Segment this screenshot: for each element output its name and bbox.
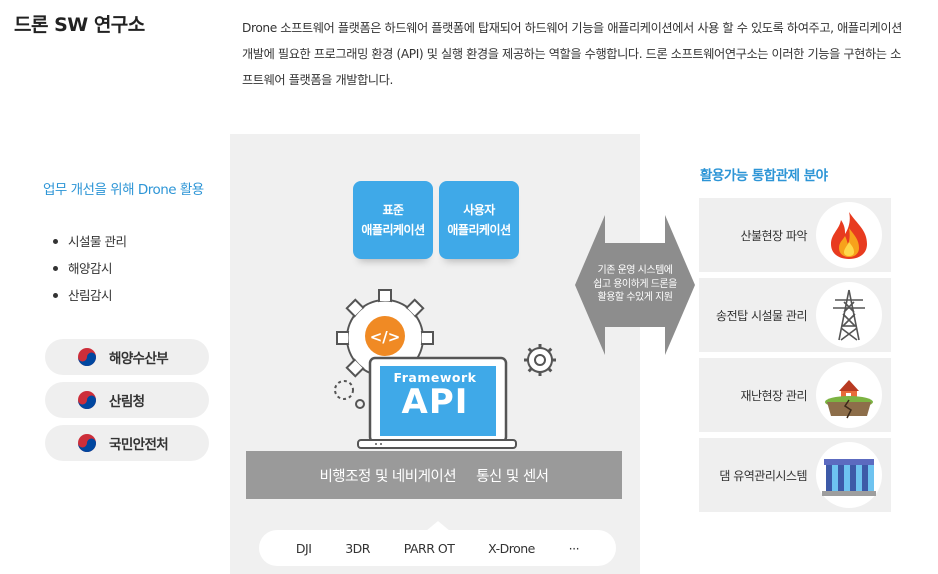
agency-label: 해양수산부 [109, 351, 169, 367]
vendor-item: 3DR [345, 540, 370, 556]
vendor-item: PARR OT [403, 540, 455, 556]
power-tower-icon [816, 282, 882, 348]
arrow-caption-line: 기존 운영 시스템에 [597, 265, 673, 276]
agency-label: 국민안전처 [109, 437, 169, 453]
vendor-list: DJI 3DR PARR OT X-Drone ··· [259, 530, 616, 566]
arrow-caption-line: 활용할 수있게 지원 [597, 292, 673, 303]
fire-icon [816, 202, 882, 268]
taegeuk-emblem-icon [78, 434, 96, 452]
intro-description: Drone 소프트웨어 플랫폼은 하드웨어 플랫폼에 탑재되어 하드웨어 기능을… [242, 21, 902, 87]
application-card-disaster: 재난현장 관리 [699, 358, 891, 432]
application-card-dam: 댐 유역관리시스템 [699, 438, 891, 512]
card-label: 재난현장 관리 [740, 388, 807, 403]
right-heading: 활용가능 통합관제 분야 [700, 168, 828, 184]
card-label: 댐 유역관리시스템 [719, 468, 807, 483]
agency-badge-safety: 국민안전처 [45, 425, 209, 461]
code-icon: </> [365, 316, 405, 356]
pill-notch [426, 521, 450, 531]
arrow-caption-line: 쉽고 용이하게 드론을 [593, 278, 677, 290]
platform-panel [230, 134, 640, 574]
framework-label: Framework [393, 370, 477, 385]
laptop-icon [357, 356, 517, 449]
dashed-circle-icon [334, 380, 354, 400]
app-tile-line: 애플리케이션 [361, 223, 425, 237]
taegeuk-emblem-icon [78, 391, 96, 409]
card-label: 산불현장 파악 [740, 228, 807, 243]
agency-badge-maritime: 해양수산부 [45, 339, 209, 375]
gear-icon [336, 289, 434, 387]
dot-icon [355, 399, 365, 409]
application-card-power-tower: 송전탑 시설물 관리 [699, 278, 891, 352]
vendor-item: DJI [295, 540, 312, 556]
arrow-caption: 기존 운영 시스템에 쉽고 용이하게 드론을 활용할 수있게 지원 [583, 264, 687, 305]
list-item: 시설물 관리 [50, 231, 127, 258]
core-functions-bar: 비행조정 및 네비게이션 통신 및 센서 [246, 451, 622, 499]
vendor-item: X-Drone [488, 540, 535, 556]
api-label: API [401, 382, 469, 422]
svg-text:</>: </> [370, 328, 401, 346]
framework-illustration: </> [334, 289, 556, 449]
agency-label: 산림청 [109, 394, 145, 410]
app-tile-line: 사용자 [463, 203, 495, 217]
small-gear-icon [524, 344, 556, 376]
taegeuk-emblem-icon [78, 348, 96, 366]
use-case-list: 시설물 관리 해양감시 산림감시 [50, 231, 127, 312]
double-arrow-icon [575, 215, 695, 355]
dam-icon [816, 442, 882, 508]
earthquake-house-icon [816, 362, 882, 428]
vendor-item: ··· [568, 540, 580, 556]
list-item: 해양감시 [50, 258, 126, 285]
user-app-tile: 사용자 애플리케이션 [439, 181, 519, 259]
standard-app-tile: 표준 애플리케이션 [353, 181, 433, 259]
card-label: 송전탑 시설물 관리 [716, 308, 807, 323]
comm-sensor-label: 통신 및 센서 [476, 468, 549, 485]
app-tile-line: 애플리케이션 [447, 223, 511, 237]
page-title: 드론 SW 연구소 [14, 14, 145, 36]
application-card-wildfire: 산불현장 파악 [699, 198, 891, 272]
agency-badge-forest: 산림청 [45, 382, 209, 418]
flight-control-label: 비행조정 및 네비게이션 [319, 468, 457, 485]
app-tile-line: 표준 [382, 203, 404, 217]
left-heading: 업무 개선을 위해 Drone 활용 [43, 182, 204, 198]
list-item: 산림감시 [50, 285, 126, 312]
